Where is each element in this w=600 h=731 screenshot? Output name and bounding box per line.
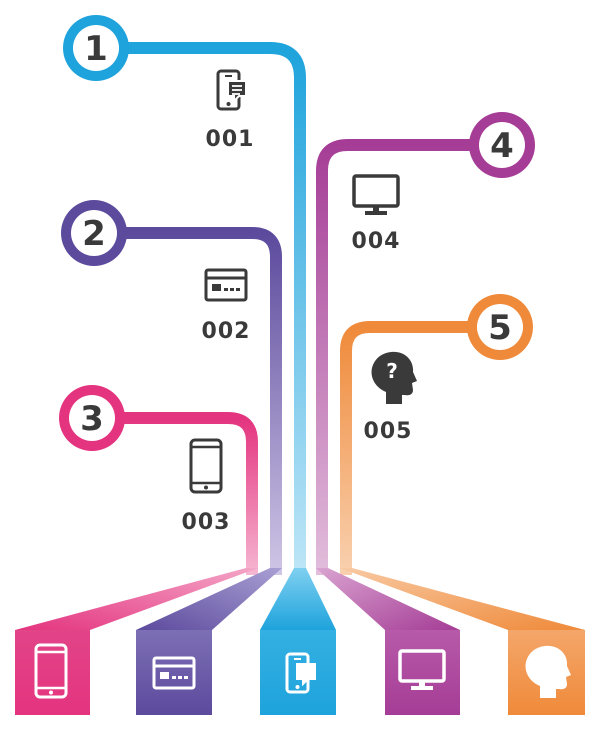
number-label: 5 — [488, 308, 512, 348]
phone-message-icon — [216, 69, 248, 111]
item-002: 002 — [202, 268, 251, 344]
fan-pink — [15, 568, 258, 630]
item-code: 004 — [352, 229, 401, 254]
bottom-box-orange — [508, 630, 585, 715]
smartphone-icon — [189, 438, 223, 494]
bottom-box-pink — [15, 630, 90, 715]
bottom-box-blue — [260, 630, 336, 715]
branch-line-3 — [92, 412, 258, 575]
number-circle-1: 1 — [63, 15, 129, 81]
item-code: 003 — [182, 510, 231, 535]
branch-line-1 — [96, 42, 306, 575]
item-005: 005 — [364, 351, 417, 444]
number-circle-5: 5 — [467, 294, 533, 360]
item-code: 002 — [202, 319, 251, 344]
item-code: 001 — [206, 127, 255, 152]
browser-window-icon — [204, 268, 248, 302]
branch-line-5 — [340, 321, 500, 575]
item-003: 003 — [182, 438, 231, 535]
head-question-icon — [371, 351, 417, 404]
fan-blue — [260, 568, 336, 630]
number-circle-2: 2 — [61, 200, 127, 266]
number-circle-3: 3 — [59, 385, 125, 451]
number-label: 4 — [490, 126, 514, 166]
fan-purple — [136, 568, 282, 630]
fan-magenta — [316, 568, 460, 630]
number-circle-4: 4 — [469, 112, 535, 178]
monitor-icon — [352, 174, 400, 217]
number-label: 2 — [82, 214, 106, 254]
item-001: 001 — [206, 69, 255, 152]
item-code: 005 — [364, 419, 413, 444]
bottom-box-magenta — [385, 630, 460, 715]
fan-orange — [340, 568, 585, 630]
number-label: 3 — [80, 399, 104, 439]
number-label: 1 — [84, 29, 108, 69]
bottom-box-purple — [136, 630, 212, 715]
item-004: 004 — [352, 174, 401, 254]
